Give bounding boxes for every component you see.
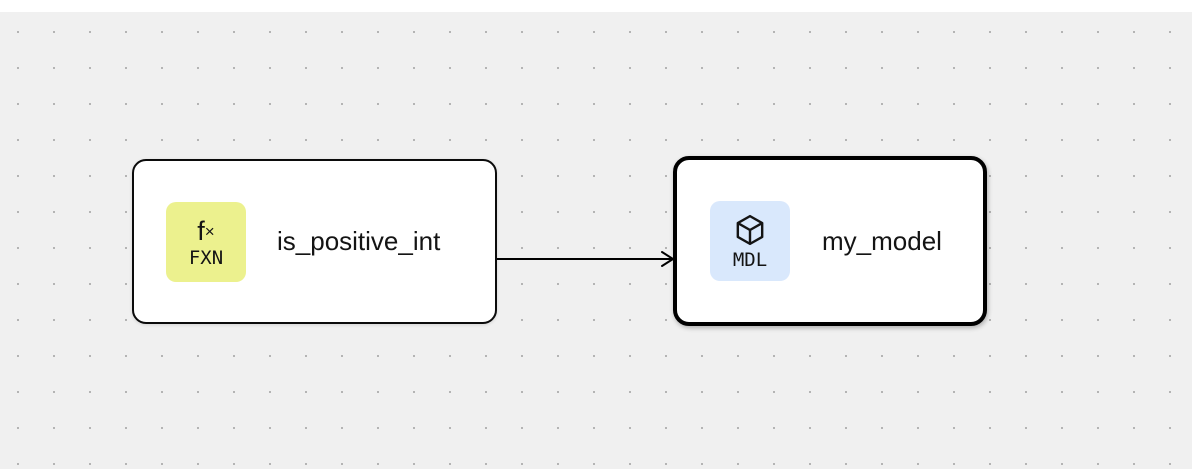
cube-icon <box>733 211 767 249</box>
function-icon-x: × <box>204 222 215 241</box>
function-type-badge: f × FXN <box>166 201 246 282</box>
node-type-label: MDL <box>732 249 768 271</box>
edge-is-positive-int-to-my-model[interactable] <box>497 247 675 271</box>
node-label: my_model <box>822 225 942 256</box>
diagram-canvas[interactable]: f × FXN is_positive_int MDL my_model <box>0 12 1192 469</box>
node-type-label: FXN <box>188 246 224 269</box>
function-icon-f: f <box>197 215 205 246</box>
node-label: is_positive_int <box>277 226 441 256</box>
node-my-model[interactable]: MDL my_model <box>673 156 987 326</box>
node-is-positive-int[interactable]: f × FXN is_positive_int <box>132 159 497 324</box>
function-icon: f × <box>197 215 214 247</box>
model-type-badge: MDL <box>710 201 790 281</box>
